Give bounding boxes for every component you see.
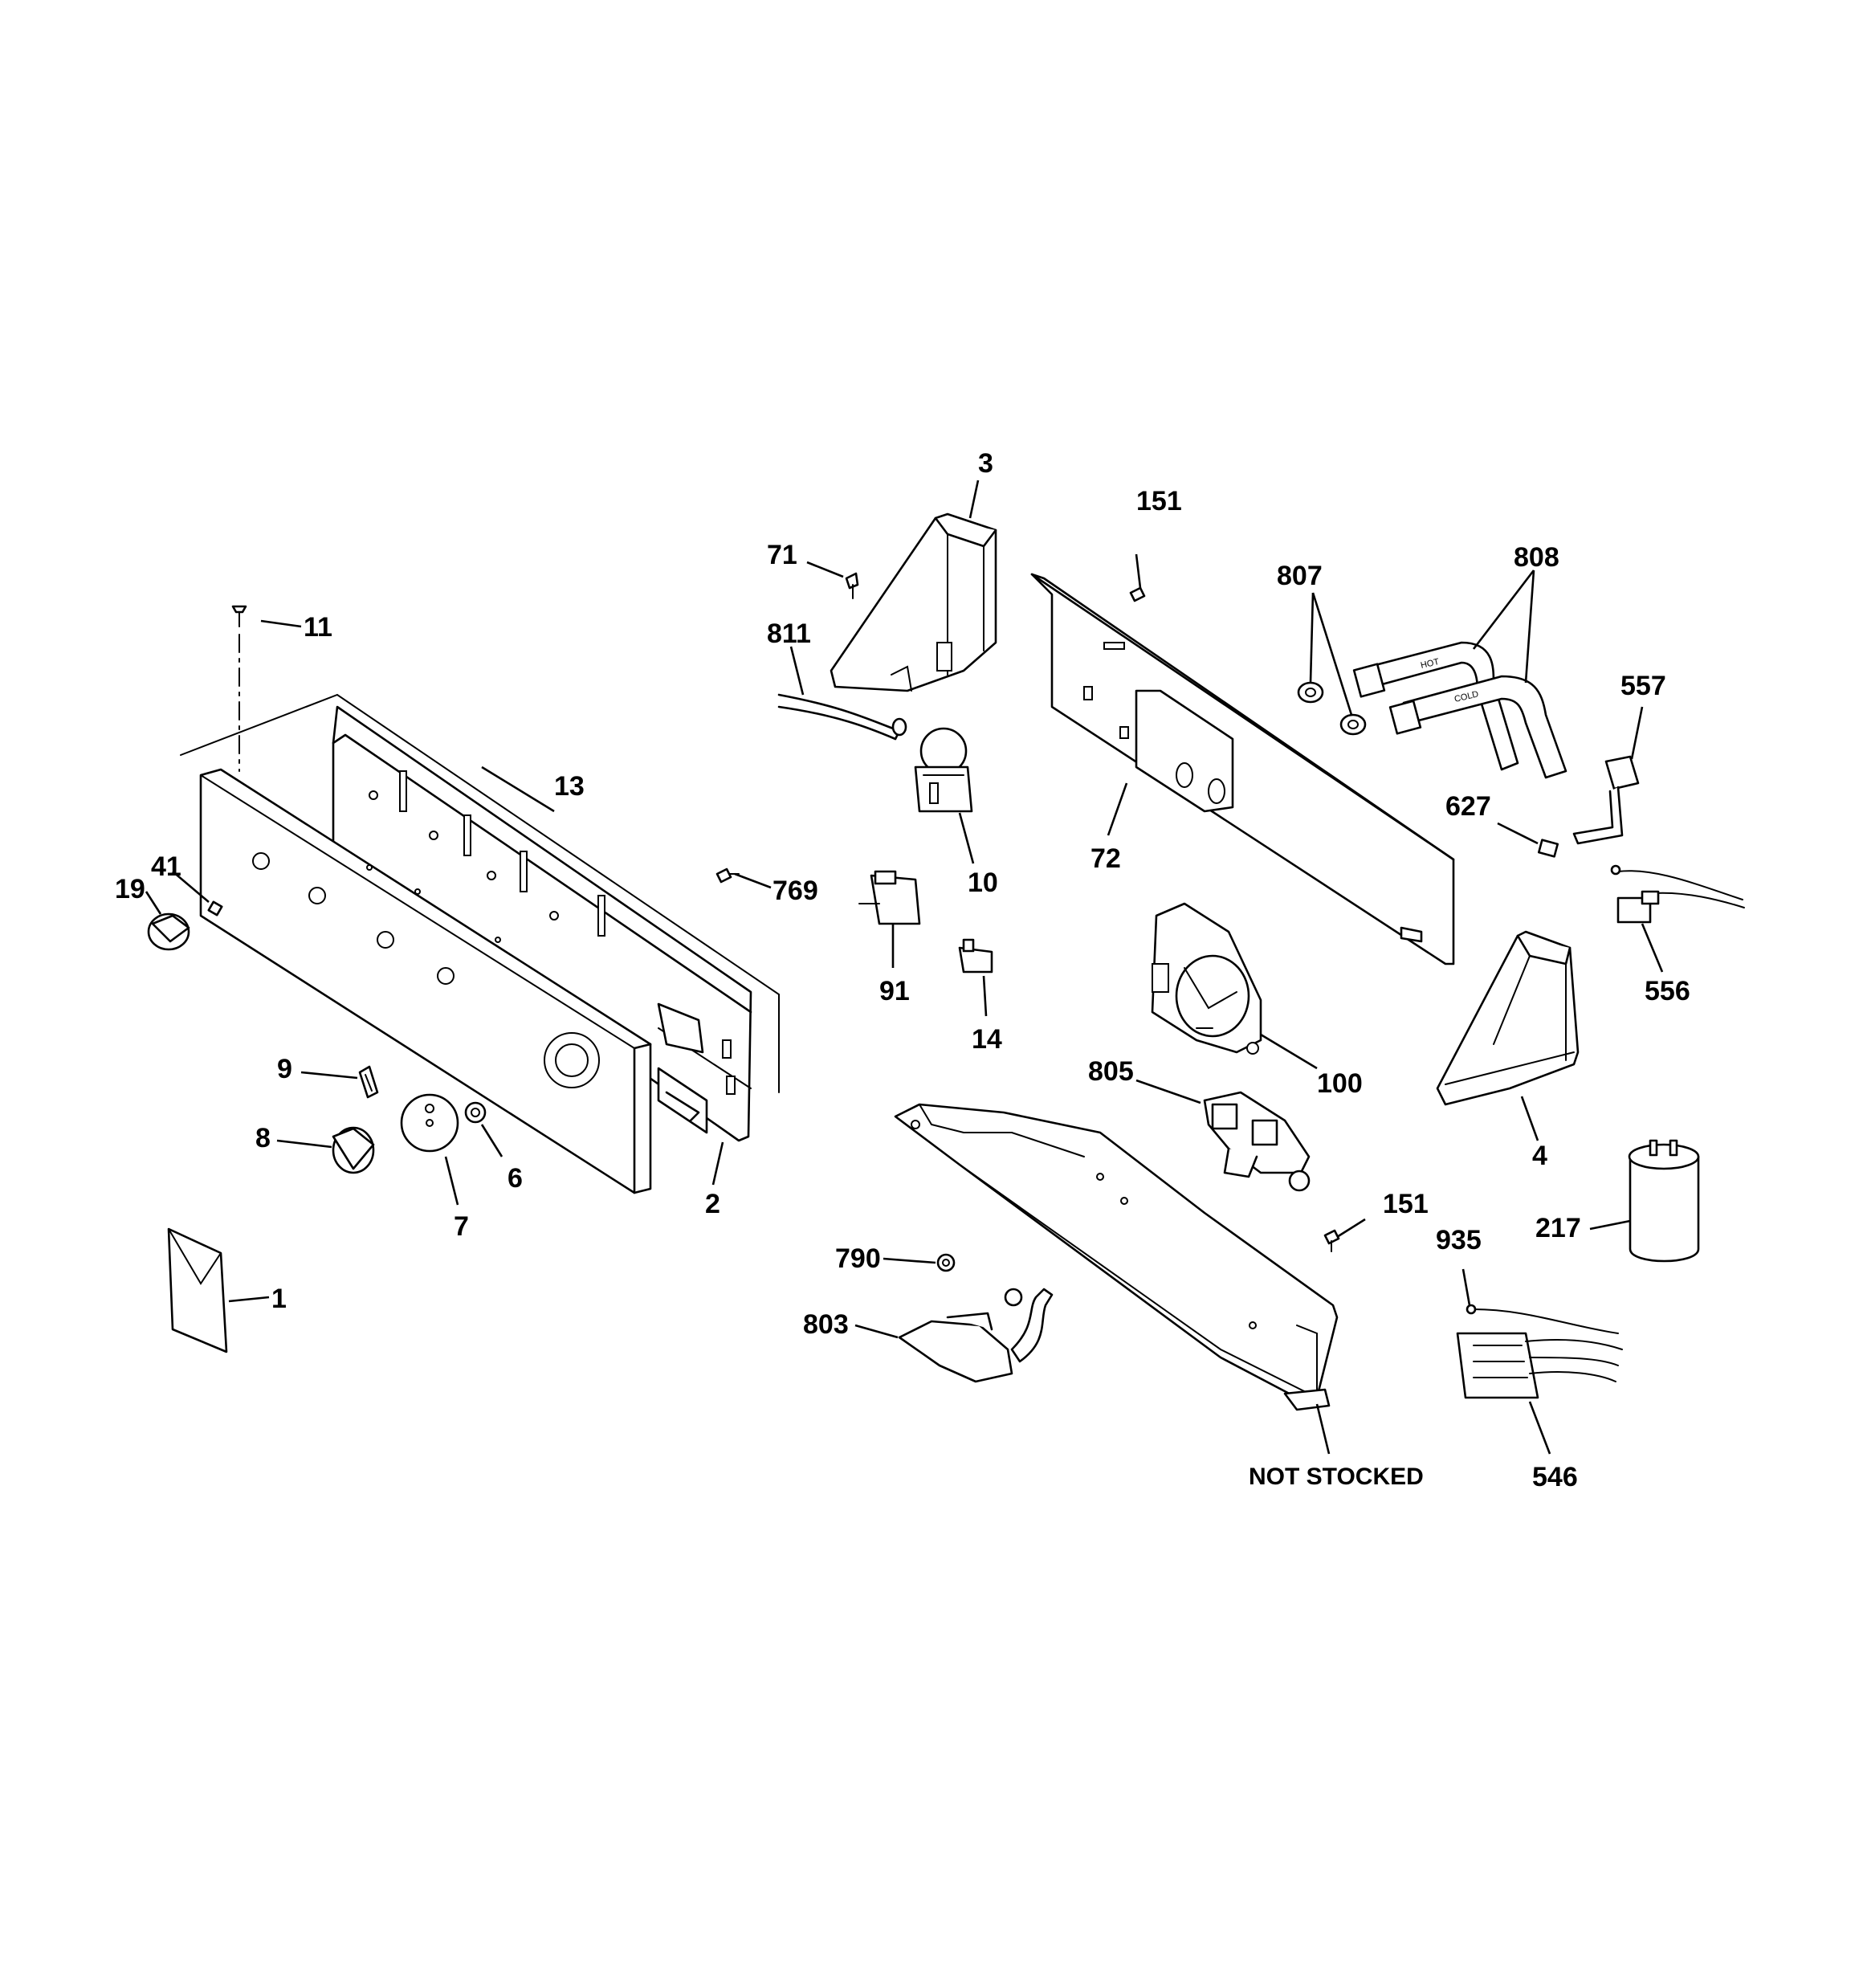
part-1-envelope [167, 1227, 228, 1353]
label-part-19: 19 [115, 874, 145, 904]
part-3-bracket [830, 512, 997, 692]
part-556-wire-terminal [1610, 864, 1745, 924]
label-part-91: 91 [879, 976, 910, 1006]
label-part-11: 11 [304, 612, 332, 643]
label-part-217: 217 [1535, 1213, 1581, 1243]
part-7-dial [400, 1093, 459, 1153]
part-6-nut [464, 1101, 487, 1124]
part-13-outline [180, 693, 780, 1093]
part-151-screw-bottom [1323, 1229, 1340, 1252]
part-100-timer [1151, 902, 1262, 1055]
label-part-72: 72 [1090, 843, 1121, 874]
rear-panel-bracket-not-stocked [894, 1103, 1339, 1411]
label-part-4: 4 [1532, 1141, 1547, 1171]
label-part-556: 556 [1645, 976, 1690, 1006]
part-72-mounting-bracket [1030, 573, 1455, 965]
part-807-washers [1297, 681, 1367, 736]
part-11-screw [231, 605, 247, 772]
part-546-wire-harness [1456, 1304, 1623, 1399]
label-part-807: 807 [1277, 561, 1323, 591]
part-9-clip [358, 1065, 379, 1099]
label-part-935: 935 [1436, 1225, 1482, 1255]
label-part-8: 8 [255, 1123, 271, 1153]
label-part-7: 7 [454, 1211, 469, 1242]
part-91-rotary-switch [858, 870, 921, 925]
label-not-stocked: NOT STOCKED [1249, 1463, 1424, 1490]
part-805-water-valve [1203, 1091, 1311, 1192]
part-790-clamp [936, 1253, 956, 1272]
label-part-2: 2 [705, 1189, 720, 1219]
part-217-capacitor [1628, 1139, 1700, 1263]
part-2-control-panel-rear [332, 705, 752, 1142]
label-part-790: 790 [835, 1243, 881, 1274]
label-part-811: 811 [767, 618, 811, 649]
label-part-151-bottom: 151 [1383, 1189, 1429, 1219]
label-part-557: 557 [1620, 671, 1666, 701]
label-part-808: 808 [1514, 542, 1559, 573]
label-part-803: 803 [803, 1309, 849, 1340]
part-627-clip [1537, 839, 1559, 858]
label-part-769: 769 [773, 876, 818, 906]
part-808-inlet-hoses: HOT COLD [1352, 641, 1567, 779]
part-557-power-cord-clip [1572, 755, 1640, 845]
hose-hot-mark: HOT [1420, 657, 1441, 671]
part-4-corner-bracket [1436, 930, 1580, 1106]
console-front-panel [199, 768, 652, 1194]
part-151-screw-top [1129, 586, 1146, 602]
part-14-switch [958, 938, 993, 974]
part-41-spring-clip [207, 900, 223, 916]
label-part-151-top: 151 [1136, 486, 1182, 516]
label-part-14: 14 [972, 1024, 1002, 1055]
part-10-pressure-switch [914, 727, 973, 813]
label-part-9: 9 [277, 1054, 292, 1084]
label-part-3: 3 [978, 448, 993, 479]
part-labels: 11 13 769 41 19 9 8 6 7 2 1 3 71 811 10 … [115, 448, 1690, 1492]
label-part-100: 100 [1317, 1068, 1363, 1099]
part-811-tube [777, 693, 907, 741]
label-part-6: 6 [508, 1163, 523, 1194]
label-part-41: 41 [151, 851, 181, 882]
label-part-805: 805 [1088, 1056, 1134, 1087]
part-71-screw [845, 572, 859, 599]
part-803-pump [898, 1288, 1054, 1383]
part-19-knob [147, 912, 190, 951]
label-part-10: 10 [968, 867, 998, 898]
label-part-71: 71 [767, 540, 797, 570]
part-769-screw [715, 867, 740, 884]
part-8-knob [332, 1126, 375, 1174]
label-part-627: 627 [1445, 791, 1491, 822]
leader-lines [145, 480, 1664, 1455]
label-part-13: 13 [554, 771, 585, 802]
label-part-1: 1 [271, 1284, 287, 1314]
label-part-546: 546 [1532, 1462, 1578, 1492]
